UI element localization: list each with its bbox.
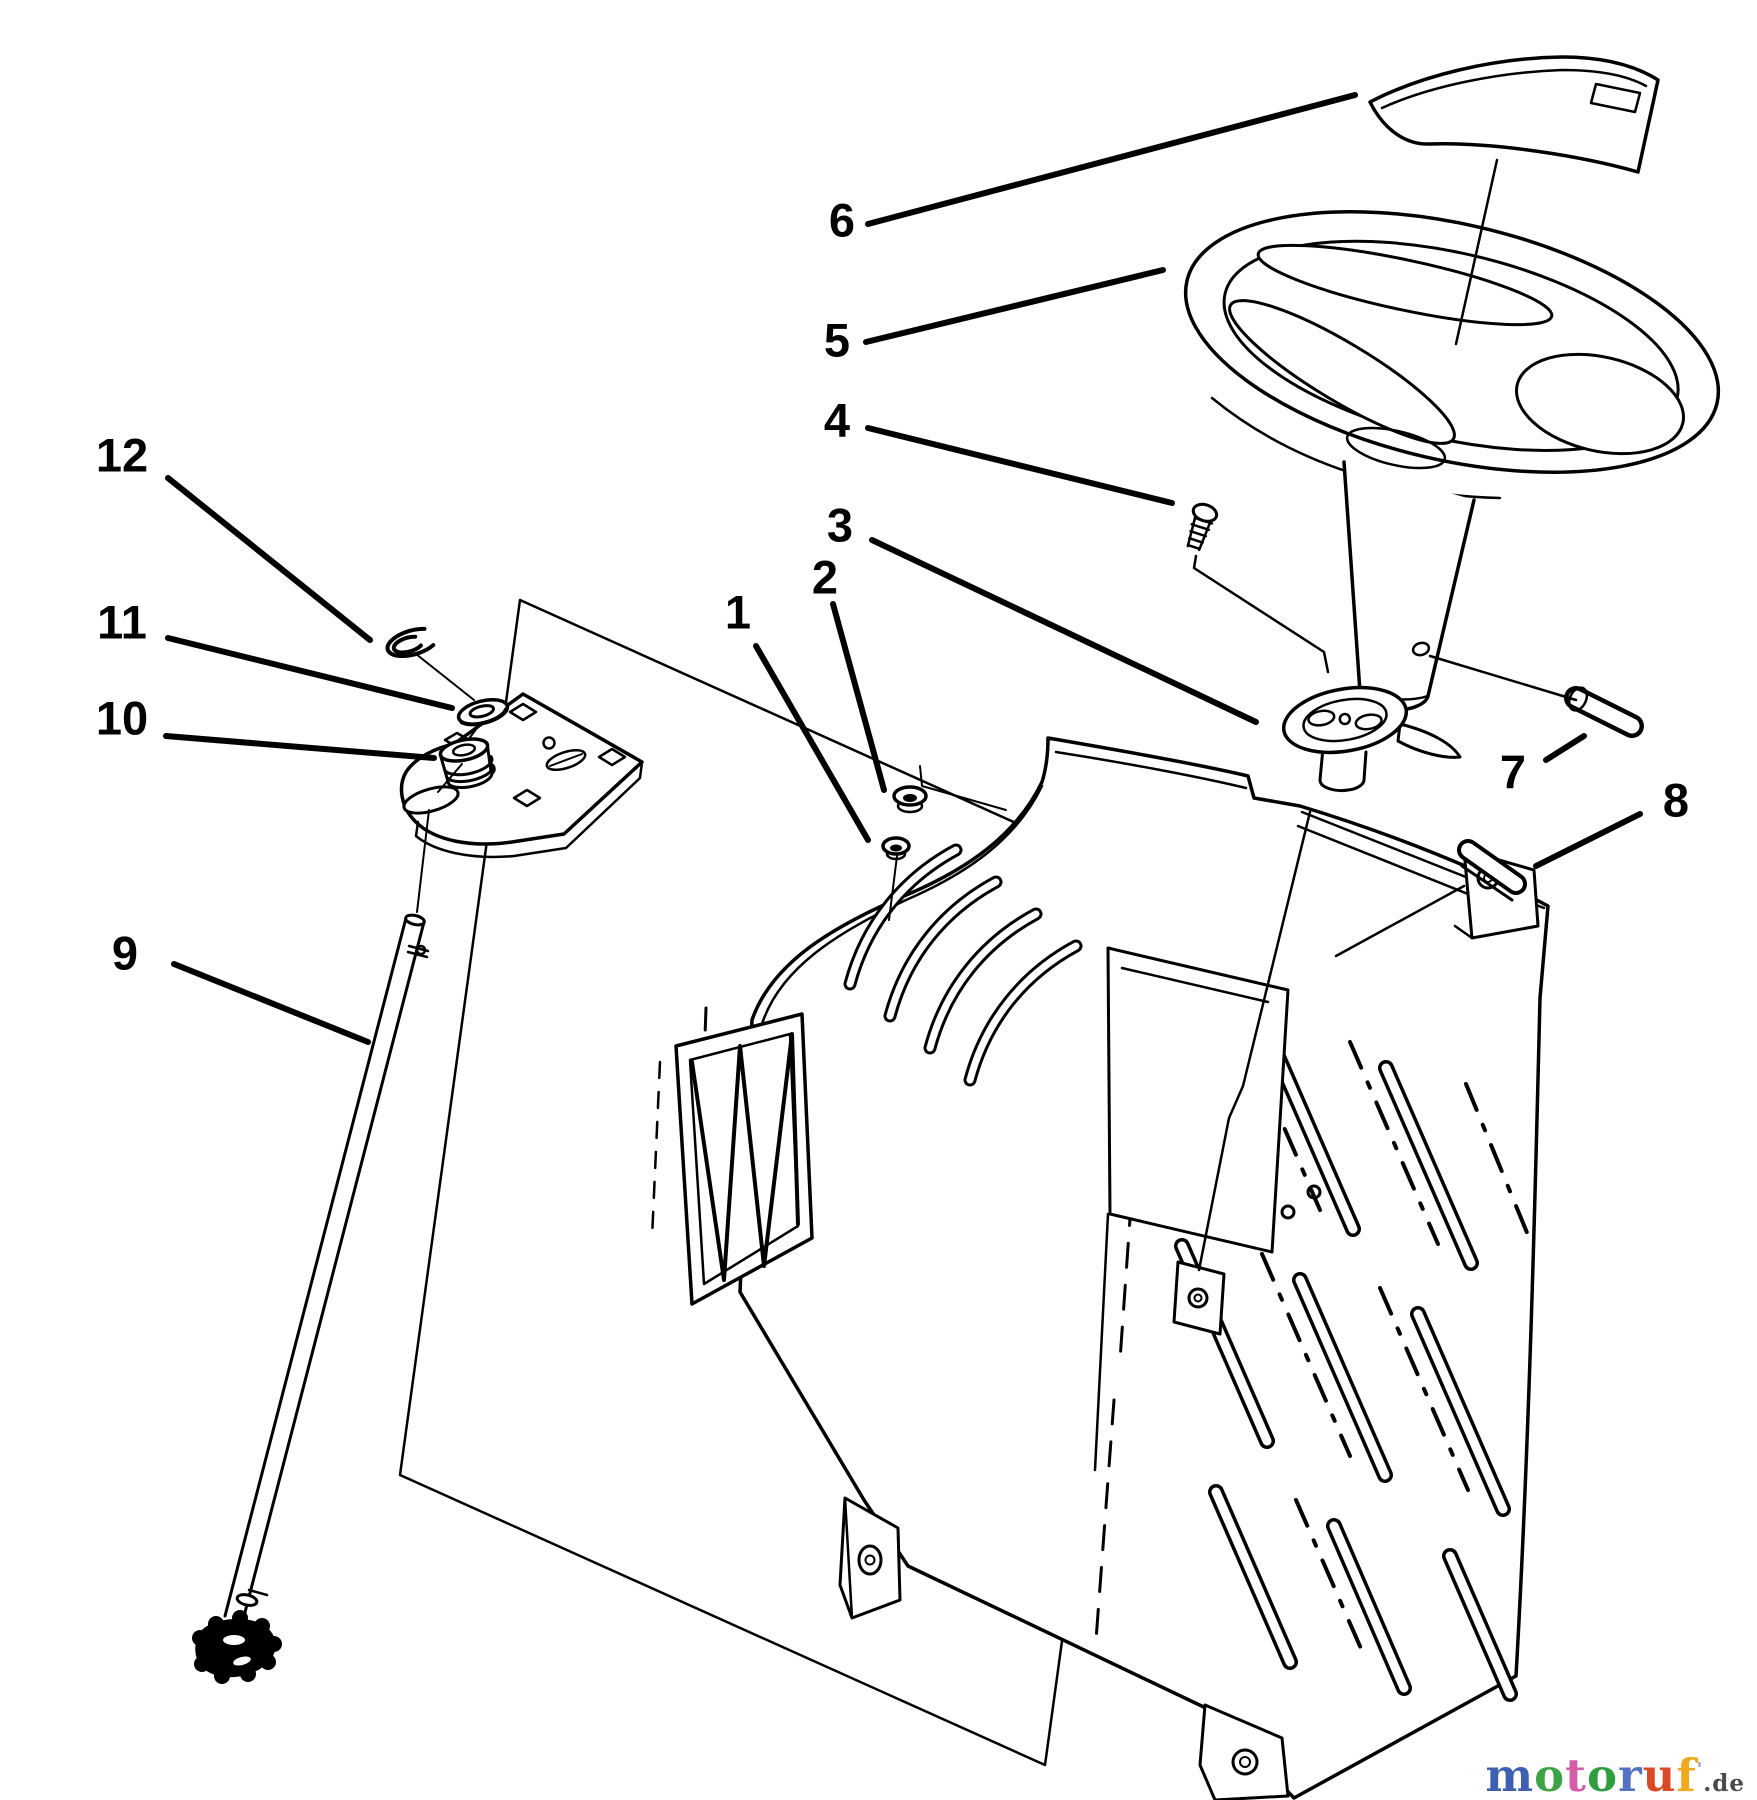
leader-4 [865, 425, 1175, 506]
callout-2: 2 [812, 551, 838, 604]
leader-11 [165, 635, 455, 711]
watermark-motoruf: motoruf'.de [1486, 1753, 1746, 1798]
steering-shaft [192, 913, 430, 1684]
steering-wheel [1183, 210, 1721, 712]
leader-9 [171, 961, 371, 1045]
shaft-clip-bracket [1172, 1260, 1226, 1336]
watermark-letter: t [1565, 1749, 1587, 1800]
bushing [438, 737, 495, 790]
pinion-gear [192, 1610, 282, 1684]
leader-6 [865, 92, 1358, 227]
leader-1 [753, 643, 871, 843]
mount-nuts [881, 765, 1007, 921]
front-louvers [843, 843, 1083, 1087]
callout-5: 5 [824, 314, 850, 367]
callout-3: 3 [827, 499, 853, 552]
snap-ring [385, 626, 436, 658]
lower-nut [881, 836, 911, 861]
watermark-letter: r [1617, 1749, 1643, 1800]
callout-8: 8 [1663, 774, 1689, 827]
left-foot-bracket [838, 1496, 902, 1620]
leader-10 [163, 733, 437, 761]
callout-10: 10 [96, 692, 148, 745]
axis-line-left-stack [415, 653, 481, 913]
wheel-column [1342, 460, 1476, 712]
leader-12 [165, 475, 373, 643]
watermark-suffix: .de [1703, 1770, 1745, 1797]
axis-line-console [1197, 810, 1312, 1272]
upper-nut [892, 785, 928, 814]
wheel-cap-insert [1368, 55, 1660, 346]
callout-12: 12 [96, 429, 148, 482]
roll-pin [1428, 654, 1644, 738]
callout-1: 1 [725, 586, 751, 639]
watermark-letter: u [1642, 1749, 1677, 1800]
watermark-letter: o [1586, 1749, 1618, 1800]
leader-8 [1533, 811, 1643, 869]
watermark-letter: m [1485, 1749, 1535, 1800]
leader-3 [869, 537, 1259, 725]
leader-7 [1543, 733, 1587, 763]
column-mount-plate [399, 692, 644, 859]
right-foot-bracket [1198, 1703, 1290, 1800]
callout-7: 7 [1500, 746, 1526, 799]
cap-screw [1186, 502, 1330, 674]
callout-4: 4 [824, 394, 850, 447]
callout-9: 9 [112, 927, 138, 980]
shaft-tunnel-opening [1093, 946, 1322, 1472]
leader-5 [863, 267, 1166, 345]
left-vent-grille [674, 1012, 814, 1306]
washer [456, 697, 510, 727]
callout-6: 6 [829, 194, 855, 247]
steering-cap-assembly [1281, 685, 1462, 792]
dash-console [650, 736, 1550, 1800]
watermark-letter: f [1676, 1749, 1697, 1800]
leader-2 [830, 601, 887, 793]
watermark-tick: ' [1696, 1759, 1704, 1780]
callout-11: 11 [97, 596, 147, 649]
shaft-key [1334, 839, 1527, 958]
watermark-letter: o [1534, 1749, 1566, 1800]
pin-hole-ear [1411, 641, 1431, 657]
